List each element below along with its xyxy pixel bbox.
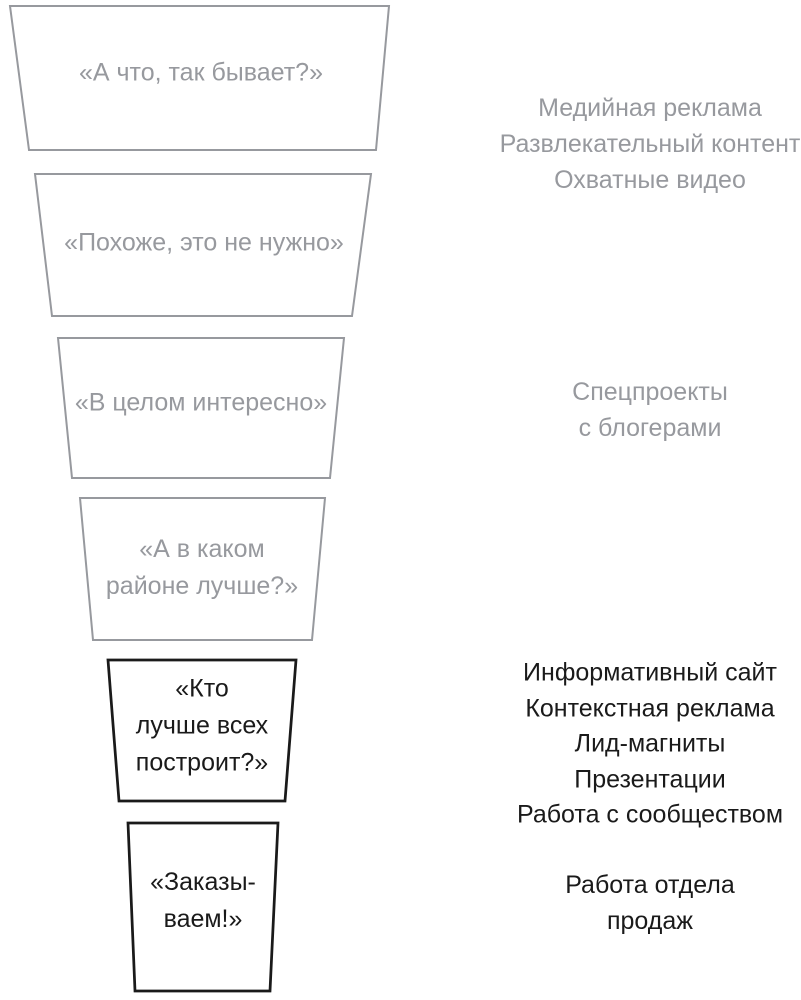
annotation-interest: Спецпроекты с блогерами <box>572 374 728 446</box>
text-line: Информативный сайт <box>523 658 777 687</box>
text-line: Развлекательный контент <box>499 130 801 158</box>
funnel-stage-6-quote: «Заказы-ваем!» <box>150 864 256 938</box>
annotation-purchase: Работа отдела продаж <box>565 867 735 939</box>
funnel-stage-2-quote: «Похоже, это не нужно» <box>64 225 344 262</box>
text-line: Спецпроекты <box>572 378 728 406</box>
text-line: с блогерами <box>578 414 722 442</box>
text-line: «В целом интересно» <box>74 388 328 417</box>
text-line: «Кто <box>175 674 229 703</box>
funnel-stage-3-shape <box>56 337 346 479</box>
text-line: Медийная реклама <box>538 94 762 122</box>
text-line: «А в каком <box>139 535 265 563</box>
text-line: Охватные видео <box>554 166 746 194</box>
text-line: Контекстная реклама <box>525 693 775 722</box>
funnel-stage-3-quote: «В целом интересно» <box>75 385 327 422</box>
text-line: построит?» <box>135 748 269 777</box>
funnel-stage-1-shape <box>8 5 391 151</box>
funnel-stage-6-shape <box>126 821 280 993</box>
text-line: районе лучше?» <box>105 572 299 600</box>
text-line: продаж <box>606 907 694 935</box>
text-line: Лид-магниты <box>574 729 726 758</box>
funnel-stage-4-quote: «А в каком районе лучше?» <box>106 531 298 605</box>
text-line: ваем!» <box>163 905 243 933</box>
funnel-stage-5-quote: «Кто лучше всех построит?» <box>136 671 268 782</box>
funnel-stage-2-shape <box>33 173 373 317</box>
funnel-stage-5-shape <box>106 658 298 803</box>
funnel-stage-4-shape <box>78 497 327 641</box>
text-line: лучше всех <box>135 711 269 740</box>
text-line: Работа отдела <box>565 871 735 899</box>
text-line: «Заказы- <box>150 868 256 896</box>
text-line: Работа с сообществом <box>516 800 784 829</box>
text-line: «Похоже, это не нужно» <box>64 228 344 257</box>
text-line: Презентации <box>574 764 726 793</box>
text-line: «А что, так бывает?» <box>79 58 323 87</box>
funnel-stage-1-quote: «А что, так бывает?» <box>79 55 323 92</box>
